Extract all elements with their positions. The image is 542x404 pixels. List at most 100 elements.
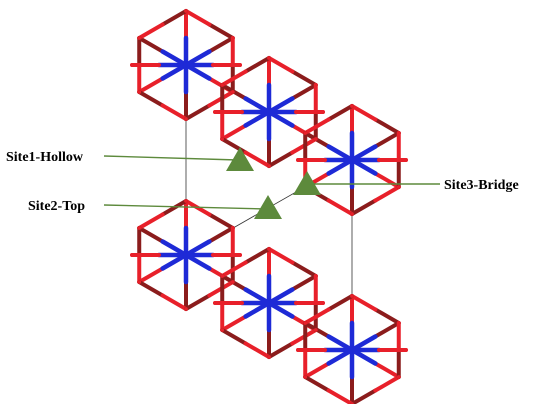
atom-node <box>404 348 408 352</box>
ring-bond <box>207 22 235 40</box>
ring-bond <box>243 56 271 74</box>
ring-bond <box>220 328 248 346</box>
atom-node <box>396 131 401 135</box>
ring-bond <box>243 341 271 359</box>
atom-node <box>213 301 217 305</box>
atom-node <box>213 110 217 114</box>
atom-node <box>184 307 188 311</box>
ring-bond <box>373 307 401 325</box>
atom-node <box>184 199 188 203</box>
ring-bond <box>303 117 331 135</box>
atom-node <box>313 328 318 332</box>
ring-bond <box>350 294 378 312</box>
atom-node <box>321 301 325 305</box>
atom-node <box>230 36 235 40</box>
atom-node <box>350 212 354 216</box>
ring-bond <box>137 212 165 230</box>
atom-node <box>296 348 300 352</box>
atom-node <box>137 226 142 230</box>
outer-bond <box>373 131 401 149</box>
ring-bond <box>373 117 401 135</box>
atom-node <box>396 321 401 325</box>
site3-bridge-marker <box>293 171 321 195</box>
ring-bond <box>184 9 212 27</box>
site1-label: Site1-Hollow <box>6 150 84 165</box>
outer-bond <box>207 36 235 54</box>
ring-bond <box>373 375 401 393</box>
ring-bond <box>184 103 212 121</box>
atom-node <box>220 328 225 332</box>
ring-bond <box>160 9 188 27</box>
atom-node <box>184 9 188 13</box>
site2-label: Site2-Top <box>28 199 85 214</box>
atom-node <box>350 294 354 298</box>
atom-node <box>220 83 225 87</box>
atom-node <box>303 131 308 135</box>
atom-node <box>130 253 134 257</box>
ring-bond <box>267 247 295 265</box>
ring-bond <box>326 104 354 122</box>
atom-node <box>238 63 242 67</box>
ring-bond <box>220 260 248 278</box>
leader-lines <box>103 155 440 210</box>
site2-leader <box>103 204 269 210</box>
ring-bond <box>290 260 318 278</box>
outer-bond <box>137 226 165 244</box>
atom-node <box>220 274 225 278</box>
ring-bond <box>243 150 271 168</box>
site3-label: Site3-Bridge <box>444 178 519 193</box>
outer-bond <box>373 361 401 379</box>
outer-bond <box>373 321 401 339</box>
ring-bond <box>373 185 401 203</box>
atom-node <box>137 90 142 94</box>
ring-bond <box>160 199 188 217</box>
site-markers <box>226 147 321 219</box>
atom-node <box>303 321 308 325</box>
outer-bond <box>137 36 165 54</box>
atom-node <box>303 375 308 379</box>
ring-bond <box>350 104 378 122</box>
atom-node <box>130 63 134 67</box>
ring-bond <box>303 307 331 325</box>
ring-bond <box>160 293 188 311</box>
atom-node <box>321 110 325 114</box>
ring-bond <box>137 280 165 298</box>
ring-bond <box>160 103 188 121</box>
atom-node <box>267 164 271 168</box>
outer-bond <box>220 123 248 141</box>
outer-bond <box>290 274 318 292</box>
outer-bond <box>290 83 318 101</box>
outer-bond <box>207 226 235 244</box>
ring-bond <box>326 388 354 404</box>
atom-node <box>267 56 271 60</box>
atom-node <box>137 280 142 284</box>
atom-node <box>137 36 142 40</box>
ring-bond <box>267 150 295 168</box>
atom-node <box>296 158 300 162</box>
atom-node <box>396 185 401 189</box>
atom-node <box>230 90 235 94</box>
atom-node <box>220 137 225 141</box>
ring-bond <box>326 198 354 216</box>
ring-bond <box>243 247 271 265</box>
ring-bond <box>290 69 318 87</box>
site1-leader <box>103 155 239 161</box>
ring-bond <box>326 294 354 312</box>
atom-node <box>230 226 235 230</box>
atom-node <box>267 247 271 251</box>
site2-top-marker <box>254 195 282 219</box>
atom-node <box>350 104 354 108</box>
bond-network <box>130 9 408 404</box>
outer-bond <box>373 171 401 189</box>
ring-bond <box>350 198 378 216</box>
ring-bond <box>220 137 248 155</box>
ring-bond <box>303 375 331 393</box>
ring-bond <box>137 90 165 108</box>
ring-bond <box>207 212 235 230</box>
atom-node <box>313 83 318 87</box>
outer-bond <box>137 266 165 284</box>
atom-node <box>313 274 318 278</box>
ring-bond <box>267 341 295 359</box>
ring-bond <box>220 69 248 87</box>
